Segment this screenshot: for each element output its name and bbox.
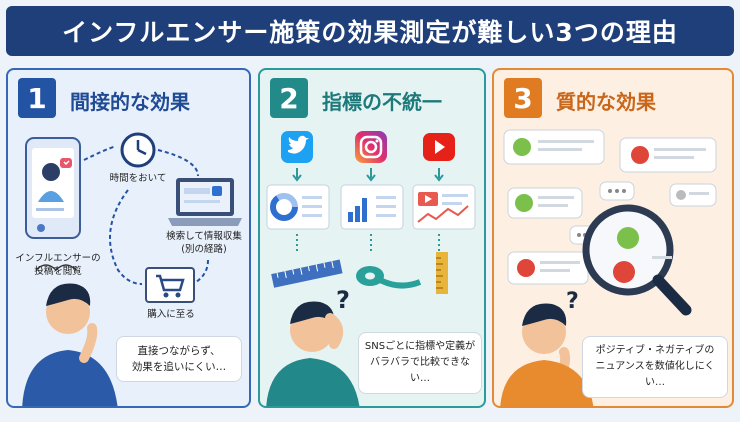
bar-chart-card-icon — [340, 184, 404, 230]
panel-number: 3 — [504, 78, 542, 118]
youtube-icon — [423, 133, 455, 161]
caption-bubble: 直接つながらず、 効果を追いにくい… — [116, 336, 242, 382]
step-purchase-label: 購入に至る — [147, 309, 195, 320]
panel-heading: 間接的な効果 — [70, 90, 190, 114]
step-search-text: 検索して情報収集 (別の経路) — [166, 231, 242, 255]
step-post-label: インフルエンサーの 投稿を閲覧 — [12, 252, 104, 278]
shopping-cart-icon — [145, 267, 195, 303]
panel-number: 1 — [18, 78, 56, 118]
panel-indirect-effect: 1 間接的な効果 インフルエンサーの 投稿を閲覧 時間をおいて 検索して情報収集… — [6, 68, 251, 408]
twitter-icon — [281, 131, 313, 163]
smartphone-icon — [25, 137, 81, 239]
step-post-text: インフルエンサーの 投稿を閲覧 — [15, 253, 101, 277]
thinking-person-illustration: ? — [500, 289, 594, 406]
panel-heading: 質的な効果 — [556, 90, 656, 114]
comment-bubbles-illustration — [503, 129, 717, 316]
measuring-tools-icon — [271, 252, 448, 294]
step-search-label: 検索して情報収集 (別の経路) — [158, 230, 249, 256]
caption-bubble: SNSごとに指標や定義が バラバラで比較できない… — [358, 332, 482, 394]
svg-text:?: ? — [336, 286, 350, 314]
frustrated-person-illustration: ? — [266, 286, 360, 406]
clock-icon — [120, 132, 156, 168]
dotted-connectors — [296, 234, 440, 252]
caption-bubble: ポジティブ・ネガティブの ニュアンスを数値化しにくい… — [582, 336, 728, 398]
flow-arrows — [83, 145, 209, 285]
panel-qualitative-effect: 3 質的な効果 ? ポジティブ・ネガテ — [492, 68, 734, 408]
confused-person-illustration — [22, 264, 118, 406]
down-arrows — [292, 168, 444, 182]
panel-inconsistent-metrics: 2 指標の不統一 — [258, 68, 486, 408]
svg-text:?: ? — [566, 289, 579, 314]
laptop-search-icon — [168, 178, 242, 226]
panel-number: 2 — [270, 78, 308, 118]
title-banner: インフルエンサー施策の効果測定が難しい3つの理由 — [6, 6, 734, 56]
panel-heading: 指標の不統一 — [322, 90, 442, 114]
instagram-icon — [355, 131, 387, 163]
step-time-label: 時間をおいて — [109, 173, 167, 184]
video-analytics-card-icon — [412, 184, 476, 230]
page-title: インフルエンサー施策の効果測定が難しい3つの理由 — [62, 18, 678, 47]
donut-chart-card-icon — [266, 184, 330, 230]
